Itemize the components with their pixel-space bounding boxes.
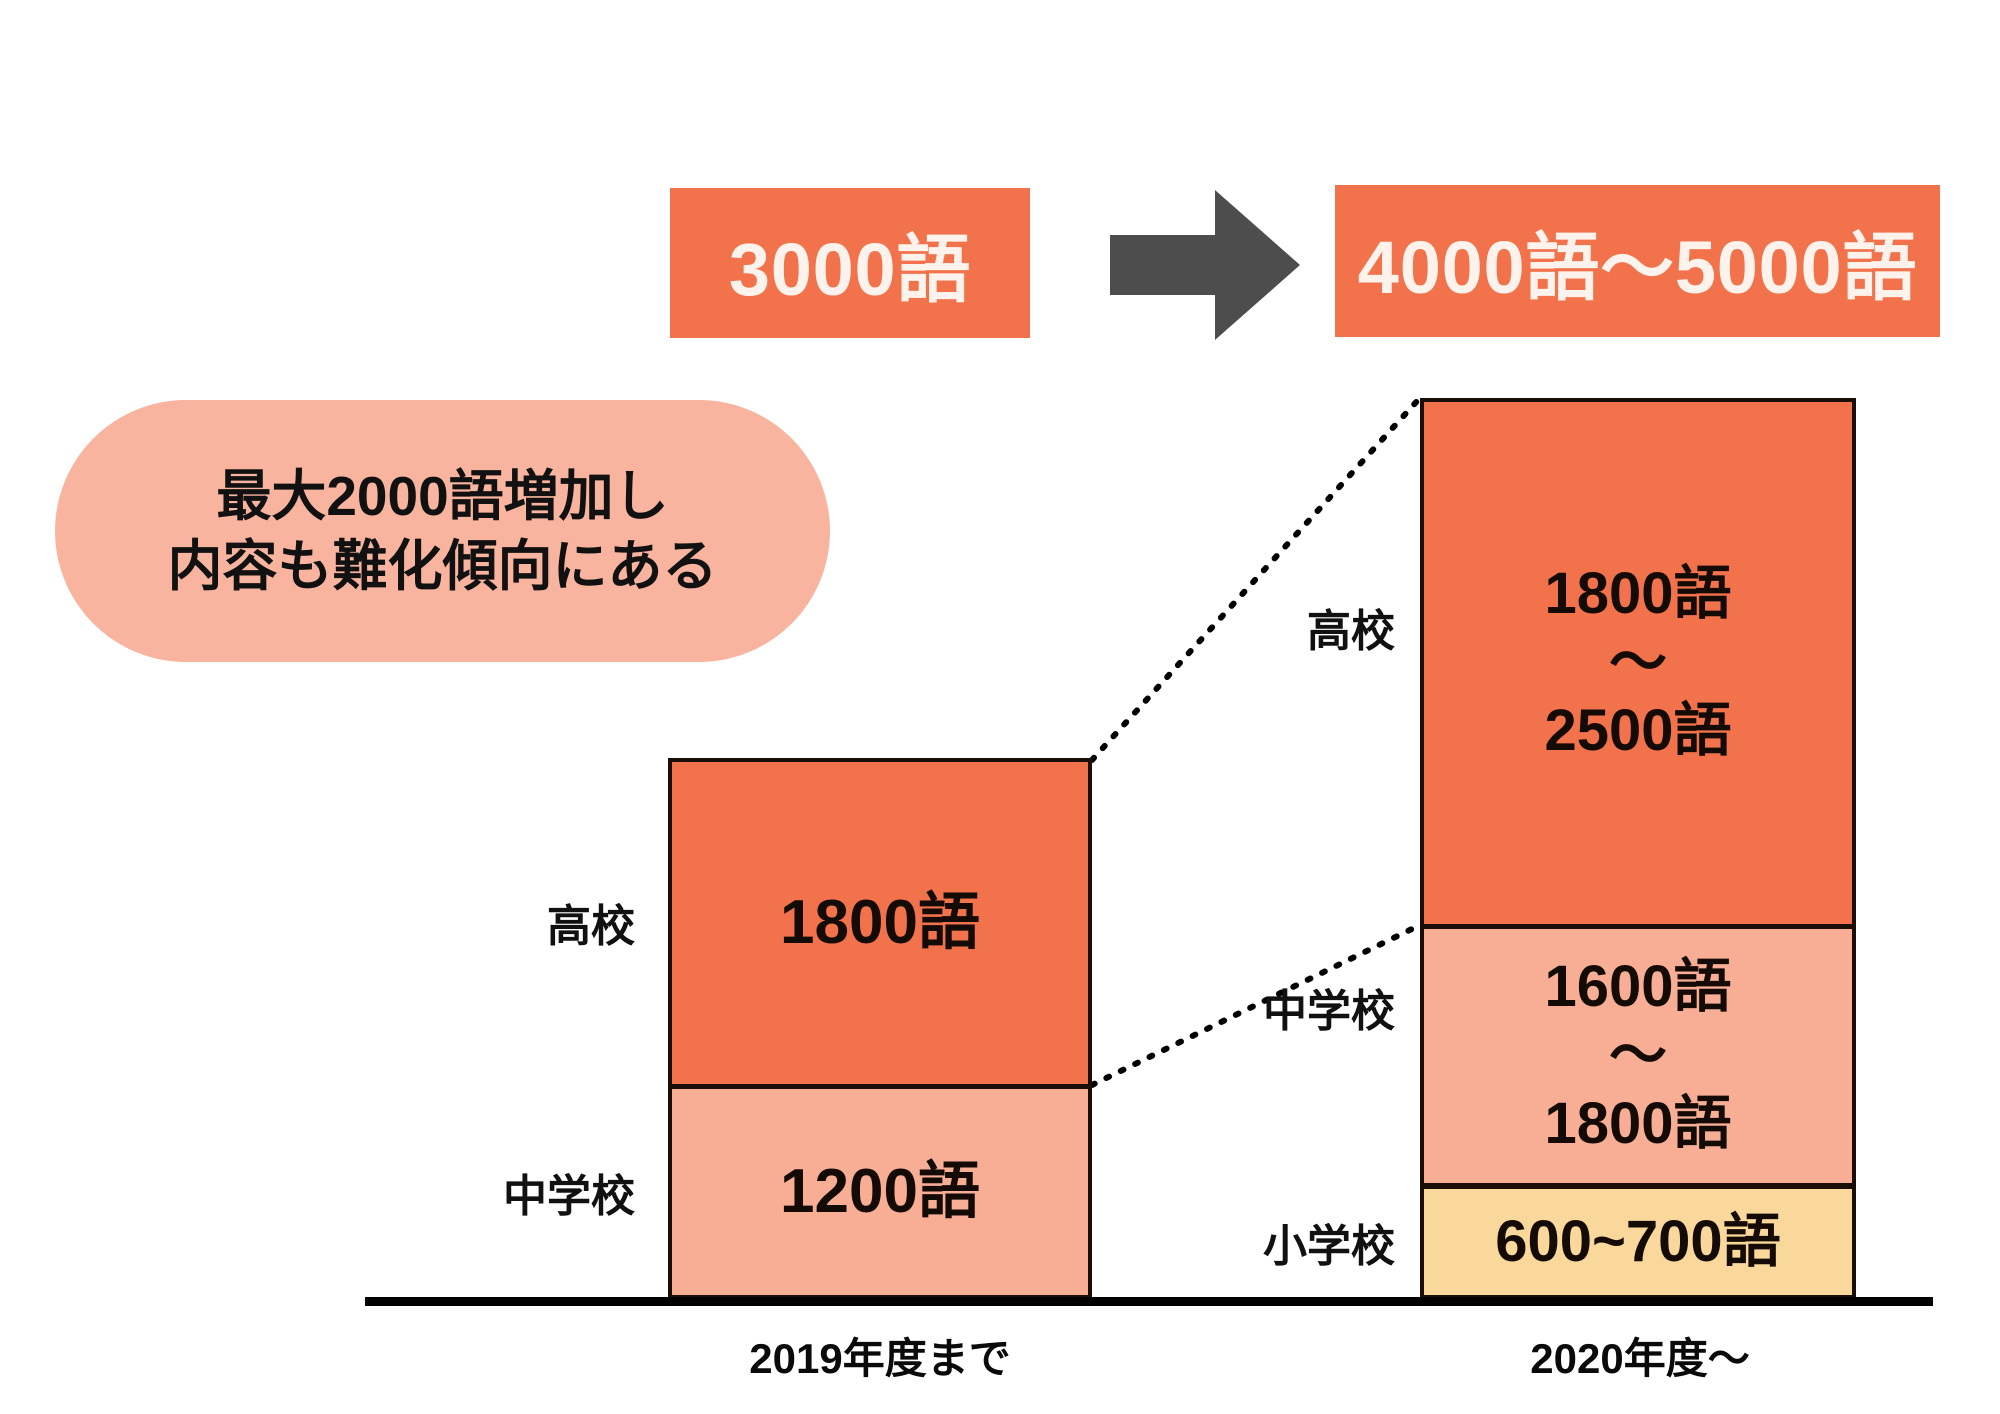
chart-baseline-axis <box>365 1297 1933 1306</box>
left-bar-high-school-value: 1800語 <box>780 888 980 958</box>
total-words-after-banner: 4000語～5000語 <box>1335 185 1940 337</box>
left-bar-junior-high-label: 中学校 <box>503 1172 635 1221</box>
right-bar-junior-high-label: 中学校 <box>1263 987 1395 1036</box>
left-bar-high-school-label: 高校 <box>547 902 635 951</box>
right-arrow-icon <box>1110 190 1300 340</box>
axis-category-label-2019: 2019年度まで <box>749 1335 1011 1382</box>
right-bar-elementary-segment: 600~700語 <box>1420 1185 1856 1299</box>
left-bar-high-school-segment: 1800語 <box>668 758 1092 1088</box>
callout-line-1: 最大2000語増加し <box>216 464 669 527</box>
total-words-before-banner: 3000語 <box>670 188 1030 338</box>
right-bar-elementary-label: 小学校 <box>1263 1222 1395 1271</box>
right-bar-high-school-label: 高校 <box>1307 607 1395 656</box>
total-words-before-label: 3000語 <box>728 227 972 311</box>
right-bar-junior-high-value: 1600語 ～ 1800語 <box>1544 954 1732 1157</box>
right-bar-high-school-segment: 1800語 ～ 2500語 <box>1420 398 1856 928</box>
total-words-after-label: 4000語～5000語 <box>1357 225 1918 309</box>
callout-line-2: 内容も難化傾向にある <box>167 535 718 597</box>
right-bar-high-school-value: 1800語 ～ 2500語 <box>1544 561 1732 764</box>
axis-category-label-2020: 2020年度～ <box>1530 1335 1750 1382</box>
increase-callout: 最大2000語増加し 内容も難化傾向にある <box>55 400 830 662</box>
left-bar-junior-high-segment: 1200語 <box>668 1085 1092 1299</box>
left-bar-junior-high-value: 1200語 <box>780 1157 980 1227</box>
right-bar-elementary-value: 600~700語 <box>1495 1208 1781 1274</box>
right-bar-junior-high-segment: 1600語 ～ 1800語 <box>1420 925 1856 1187</box>
